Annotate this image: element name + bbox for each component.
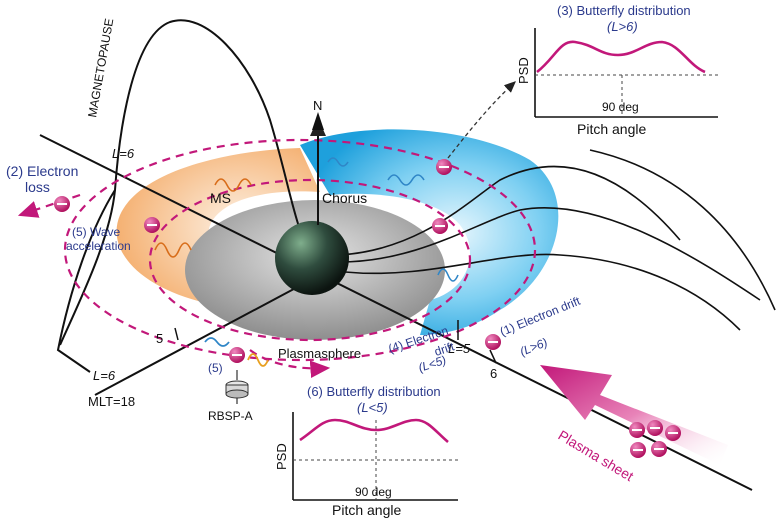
mlt-line: [94, 274, 321, 396]
tick5-label: 5: [156, 331, 163, 346]
electron-loss-arrow: [17, 193, 81, 218]
electron-rbsp: [229, 347, 245, 363]
step5-label: (5): [208, 361, 223, 375]
inset-top-curve: [536, 40, 706, 74]
electron-loss: [54, 196, 70, 212]
electron-loss-label-2: loss: [25, 179, 50, 195]
drift-orbit-outer: [63, 138, 537, 362]
inset-bottom-title-2: (L<5): [357, 400, 388, 415]
tick-marker-left-5: [174, 327, 179, 341]
drift4-label-c: (L<5): [417, 353, 448, 375]
chorus-label: Chorus: [322, 190, 367, 206]
electron-drift-l6: [485, 334, 501, 350]
plasmasphere-label: Plasmasphere: [278, 346, 361, 361]
chorus-wave-3: [437, 268, 459, 282]
ms-wave-2: [214, 178, 252, 192]
l6-bottom-label: L=6: [93, 368, 116, 383]
inset-bottom-ylabel: PSD: [274, 443, 289, 470]
field-line-2: [339, 207, 761, 301]
electron-chorus-mid: [432, 218, 448, 234]
drift-orbit-inner: [148, 178, 472, 342]
magnetopause-line: [59, 19, 301, 346]
north-arrow-head: [312, 112, 324, 130]
magnetopause-front: [56, 189, 116, 373]
connector-top-inset: [447, 81, 516, 159]
drift1-label-b: (L>6): [518, 335, 550, 359]
drift4-label-b: drift: [433, 339, 457, 359]
wave-accel-label-2: acceleration: [66, 239, 131, 253]
magnetopause-label: MAGNETOPAUSE: [85, 17, 116, 118]
chorus-wave-2: [327, 157, 349, 167]
rbsp-wave-orange: [247, 353, 269, 367]
electron-sheet-4: [630, 442, 646, 458]
plasma-sheet-arrow: [540, 365, 728, 465]
inset-top-title-2: (L>6): [607, 19, 638, 34]
inset-top-title-1: (3) Butterfly distribution: [557, 3, 691, 18]
electron-chorus-top: [436, 159, 452, 175]
chorus-wave-1: [387, 174, 425, 186]
inset-top-ylabel: PSD: [516, 57, 531, 84]
inset-bottom-tick: 90 deg: [355, 485, 392, 499]
mlt18-label: MLT=18: [88, 394, 135, 409]
tick-marker-6: [489, 349, 497, 364]
inset-bottom-curve: [299, 418, 449, 443]
electron-sheet-2: [647, 420, 663, 436]
rbsp-spacecraft-icon: [225, 370, 249, 404]
chorus-region: [300, 129, 559, 335]
inset-top-xlabel: Pitch angle: [577, 121, 646, 137]
north-label: N: [313, 98, 322, 113]
inset-top-tick: 90 deg: [602, 100, 639, 114]
rbsp-label: RBSP-A: [208, 409, 253, 423]
electron-sheet-5: [651, 441, 667, 457]
wave-accel-label-1: (5) Wave: [72, 225, 121, 239]
ms-wave-1: [154, 242, 192, 258]
electron-loss-label-1: (2) Electron: [6, 163, 78, 179]
tick6-label: 6: [490, 366, 497, 381]
inset-bottom-title-1: (6) Butterfly distribution: [307, 384, 441, 399]
electron-sheet-3: [665, 425, 681, 441]
l6-top-label: L=6: [112, 146, 135, 161]
inset-top-chart: [534, 28, 718, 118]
ms-label: MS: [210, 190, 231, 206]
drift-arrow-bottom: [249, 349, 331, 379]
field-line-4: [589, 149, 776, 311]
plasma-sheet-label: Plasma sheet: [555, 427, 636, 484]
l5-label: L=5: [448, 341, 471, 356]
electron-ms: [144, 217, 160, 233]
electron-sheet-1: [629, 422, 645, 438]
earth: [275, 221, 349, 295]
ms-region: [116, 148, 320, 305]
inset-bottom-chart: [292, 412, 458, 501]
field-line-3: [344, 253, 741, 331]
inset-bottom-xlabel: Pitch angle: [332, 502, 401, 518]
field-line-1: [339, 165, 681, 256]
rbsp-wave-blue: [204, 337, 230, 347]
